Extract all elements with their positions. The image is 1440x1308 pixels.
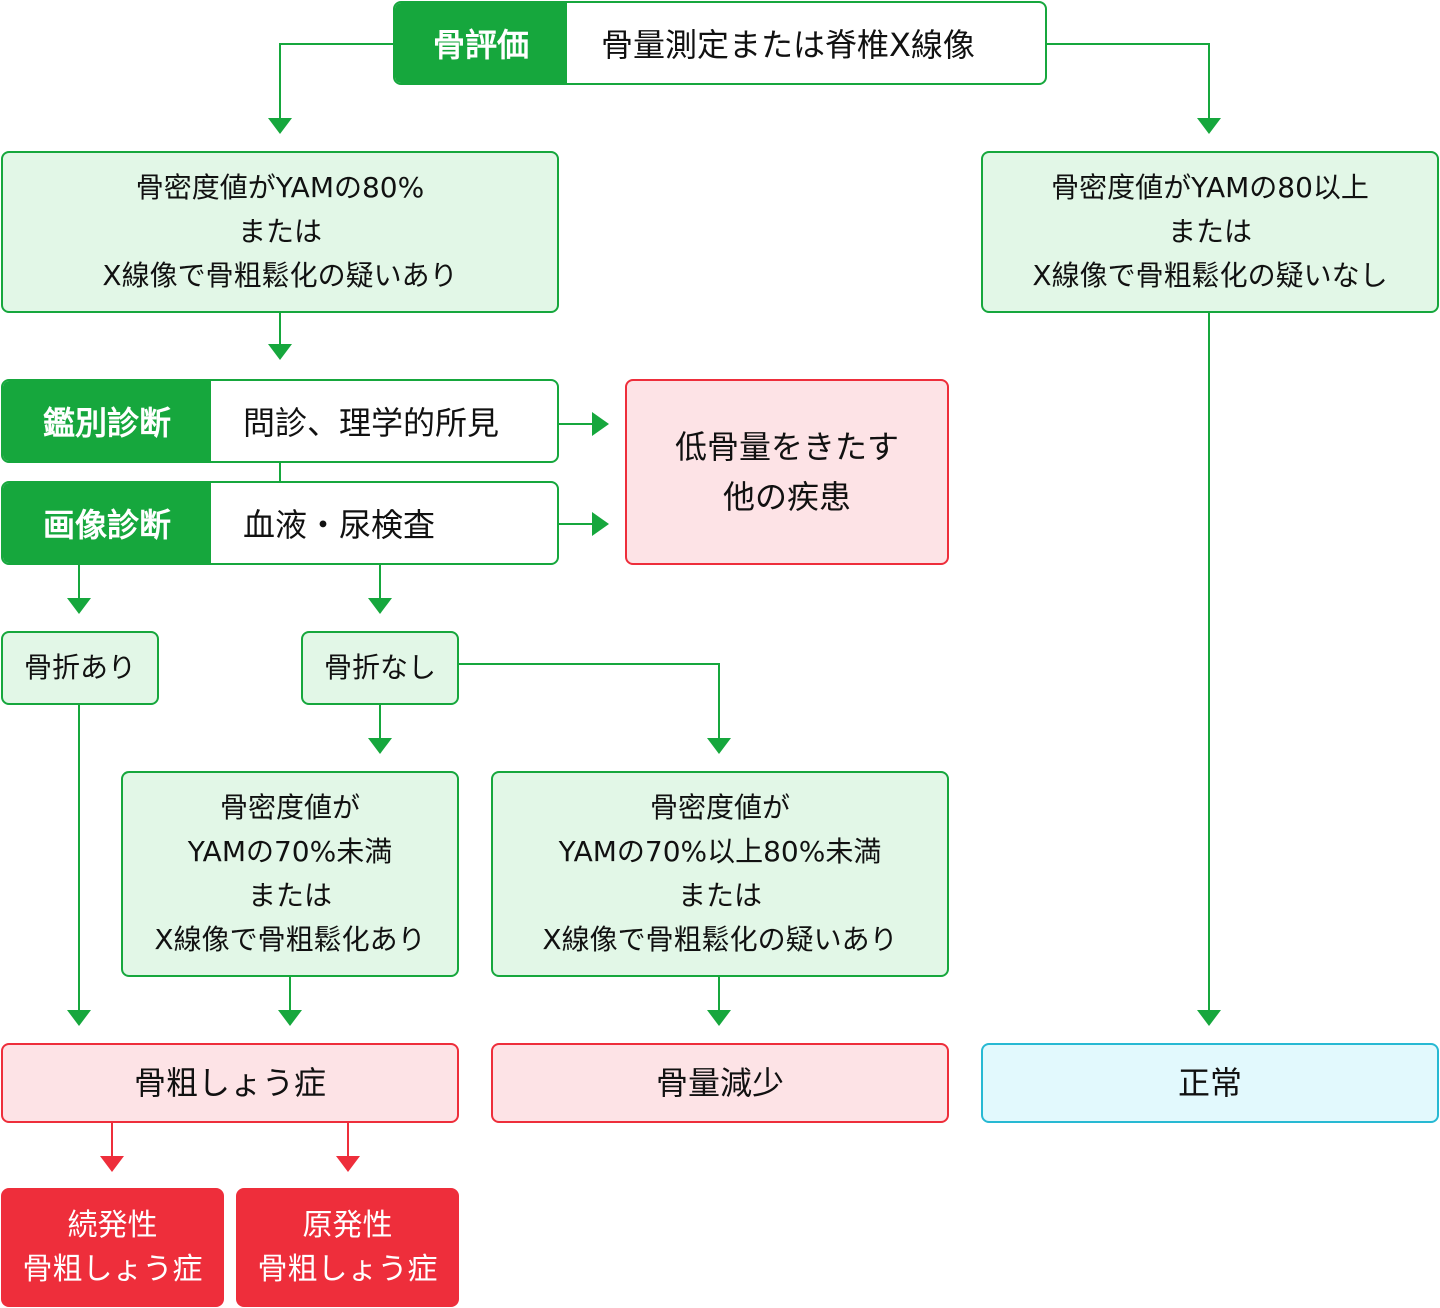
differential-diagnosis-node: 鑑別診断 問診、理学的所見 [1, 379, 559, 463]
differential-diagnosis-value: 問診、理学的所見 [243, 404, 500, 442]
osteopenia-text: 骨量減少 [655, 1064, 784, 1102]
differential-diagnosis-label: 鑑別診断 [3, 381, 211, 461]
criteria-line: X線像で骨粗鬆化の疑いあり [102, 259, 458, 292]
criteria-line: X線像で骨粗鬆化の疑いあり [542, 923, 898, 956]
osteoporosis-node: 骨粗しょう症 [1, 1043, 459, 1123]
criteria-line: または [677, 879, 762, 912]
between-node: 骨密度値が YAMの70%以上80%未満 または X線像で骨粗鬆化の疑いあり [491, 771, 949, 977]
arrow-head [592, 412, 609, 436]
normal-text: 正常 [1177, 1064, 1242, 1102]
criteria-line: X線像で骨粗鬆化の疑いなし [1032, 259, 1388, 292]
criteria-line: YAMの70%未満 [187, 835, 393, 868]
criteria-line: または [237, 215, 322, 248]
arrow-head [368, 738, 392, 754]
arrow-head [268, 344, 292, 360]
osteopenia-node: 骨量減少 [491, 1043, 949, 1123]
under70-node: 骨密度値が YAMの70%未満 または X線像で骨粗鬆化あり [121, 771, 459, 977]
secondary-osteoporosis-node: 続発性 骨粗しょう症 [1, 1188, 224, 1307]
criteria-line: 骨密度値がYAMの80% [135, 171, 425, 204]
arrow-head [336, 1156, 360, 1172]
fracture-yes-text: 骨折あり [23, 651, 136, 684]
bone-evaluation-label: 骨評価 [395, 3, 567, 83]
arrow-head [278, 1010, 302, 1026]
bone-evaluation-value: 骨量測定または脊椎X線像 [601, 26, 975, 64]
arrow-head [707, 1010, 731, 1026]
secondary-line: 続発性 [67, 1207, 158, 1243]
other-disease-line: 他の疾患 [722, 478, 851, 516]
other-disease-line: 低骨量をきたす [674, 428, 899, 466]
arrow-head [268, 118, 292, 134]
connector-top-right [1046, 43, 1210, 120]
right-criteria-node: 骨密度値がYAMの80以上 または X線像で骨粗鬆化の疑いなし [981, 151, 1439, 313]
fracture-no-text: 骨折なし [323, 651, 436, 684]
imaging-diagnosis-node: 画像診断 血液・尿検査 [1, 481, 559, 565]
criteria-line: 骨密度値が [649, 791, 790, 824]
left-criteria-node: 骨密度値がYAMの80% または X線像で骨粗鬆化の疑いあり [1, 151, 559, 313]
criteria-line: または [1167, 215, 1252, 248]
secondary-line: 骨粗しょう症 [22, 1251, 203, 1287]
imaging-diagnosis-label: 画像診断 [3, 483, 211, 563]
criteria-line: 骨密度値が [219, 791, 360, 824]
arrow-head [592, 512, 609, 536]
fracture-yes-node: 骨折あり [1, 631, 159, 705]
criteria-line: 骨密度値がYAMの80以上 [1051, 171, 1369, 204]
bone-evaluation-node: 骨評価 骨量測定または脊椎X線像 [393, 1, 1047, 85]
criteria-line: X線像で骨粗鬆化あり [154, 923, 426, 956]
other-disease-node: 低骨量をきたす 他の疾患 [625, 379, 949, 565]
connector-top-left [279, 43, 393, 120]
primary-line: 原発性 [302, 1207, 393, 1243]
osteoporosis-text: 骨粗しょう症 [133, 1064, 326, 1102]
arrow-head [1197, 118, 1221, 134]
normal-node: 正常 [981, 1043, 1439, 1123]
arrow-head [1197, 1010, 1221, 1026]
primary-line: 骨粗しょう症 [257, 1251, 438, 1287]
arrow-head [67, 1010, 91, 1026]
arrow-head [368, 598, 392, 614]
arrow-head [100, 1156, 124, 1172]
criteria-line: または [247, 879, 332, 912]
fracture-no-node: 骨折なし [301, 631, 459, 705]
primary-osteoporosis-node: 原発性 骨粗しょう症 [236, 1188, 459, 1307]
criteria-line: YAMの70%以上80%未満 [558, 835, 882, 868]
arrow-head [707, 738, 731, 754]
connector-fracno-right [459, 663, 720, 740]
imaging-diagnosis-value: 血液・尿検査 [243, 506, 436, 544]
arrow-head [67, 598, 91, 614]
